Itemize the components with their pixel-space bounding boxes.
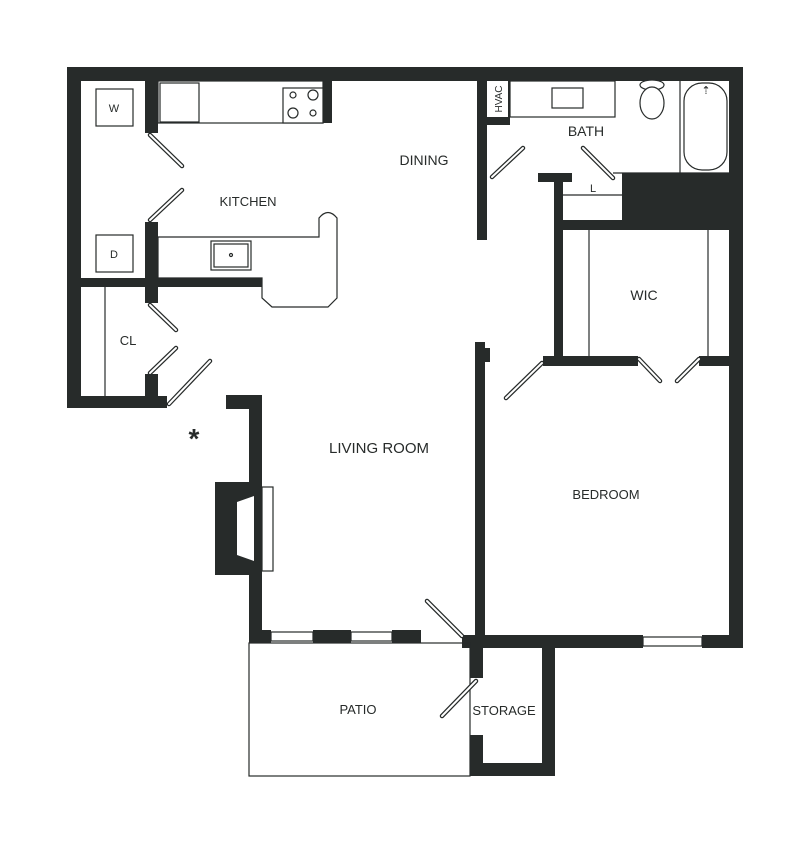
washer-label: W (109, 103, 120, 115)
washer (95, 88, 134, 127)
windows (270, 631, 703, 647)
door-wic-right[interactable] (674, 356, 702, 384)
window (350, 631, 393, 642)
doors[interactable] (147, 132, 702, 719)
door-closet-upper[interactable] (147, 302, 179, 333)
door-bath-left[interactable] (489, 145, 526, 180)
entry-asterisk-icon: * (189, 423, 200, 454)
fireplace-firebox (237, 496, 254, 561)
label-kitchen: KITCHEN (219, 194, 276, 209)
walls (67, 67, 743, 776)
toilet-bowl (639, 86, 665, 120)
label-bedroom: BEDROOM (572, 487, 639, 502)
label-closet: CL (120, 333, 137, 348)
label-bath: BATH (568, 123, 604, 139)
wall-living-bottom-1 (249, 630, 271, 643)
wall-stove (323, 81, 332, 123)
wall-dining-right (477, 81, 487, 240)
wall-storage-stub (470, 735, 483, 776)
wall-wic-left (554, 173, 563, 361)
burner (287, 107, 299, 119)
label-patio: PATIO (339, 702, 376, 717)
label-dining: DINING (400, 152, 449, 168)
bath-sink (551, 87, 584, 109)
wall-kitchen-partition-2 (145, 222, 158, 303)
label-storage: STORAGE (472, 703, 536, 718)
label-linen: L (590, 183, 596, 195)
bathtub (683, 82, 728, 171)
door-bedroom[interactable] (503, 360, 545, 401)
bath-fixtures: HVAC ⇡ (487, 79, 728, 171)
refrigerator (159, 82, 200, 123)
label-living-room: LIVING ROOM (329, 440, 429, 457)
wall-living-left (249, 395, 262, 643)
door-kitchen-lower[interactable] (147, 187, 185, 223)
door-wic-left[interactable] (636, 356, 663, 384)
wall-linen-bottom (563, 220, 629, 230)
window (270, 631, 314, 642)
door-closet-lower[interactable] (147, 345, 179, 376)
hvac-box (487, 81, 508, 117)
wall-kitchen-closet (81, 278, 262, 287)
wall-bedroom-bottom-1 (462, 635, 643, 648)
burner (289, 91, 297, 99)
wall-storage-pillar (470, 640, 483, 678)
hvac-label: HVAC (494, 85, 505, 112)
wall-living-bottom-2 (313, 630, 351, 643)
fireplace-hearth (261, 486, 274, 572)
front-door[interactable] (166, 358, 213, 407)
wall-closet-partition (145, 374, 158, 408)
dryer (95, 234, 134, 273)
tub-faucet-icon: ⇡ (701, 85, 710, 97)
wall-wic-bottom-2 (699, 356, 743, 366)
room-labels: KITCHEN DINING BATH L WIC CL LIVING ROOM… (120, 123, 658, 718)
burner (309, 109, 317, 117)
window (642, 636, 703, 647)
door-storage[interactable] (439, 678, 479, 719)
door-patio[interactable] (424, 598, 465, 639)
kitchen-fixtures: W D (95, 80, 338, 308)
wall-wic-bottom-1 (543, 356, 638, 366)
wall-stub (484, 348, 490, 362)
door-kitchen-upper[interactable] (147, 132, 185, 169)
wall-bottom-left (67, 396, 167, 408)
burner (307, 89, 319, 101)
door-bath-right[interactable] (580, 145, 616, 181)
wall-bath-block (622, 173, 743, 230)
dryer-label: D (110, 249, 118, 261)
label-wic: WIC (630, 287, 657, 303)
faucet (228, 252, 234, 258)
wall-kitchen-partition-1 (145, 81, 158, 133)
wall-left (67, 67, 81, 408)
wall-storage-bottom (470, 763, 555, 776)
wall-living-bottom-3 (392, 630, 421, 643)
patio-outline (248, 642, 471, 777)
wall-living-bedroom (475, 342, 485, 648)
wall-top (67, 67, 743, 81)
wall-storage-right (542, 645, 555, 776)
